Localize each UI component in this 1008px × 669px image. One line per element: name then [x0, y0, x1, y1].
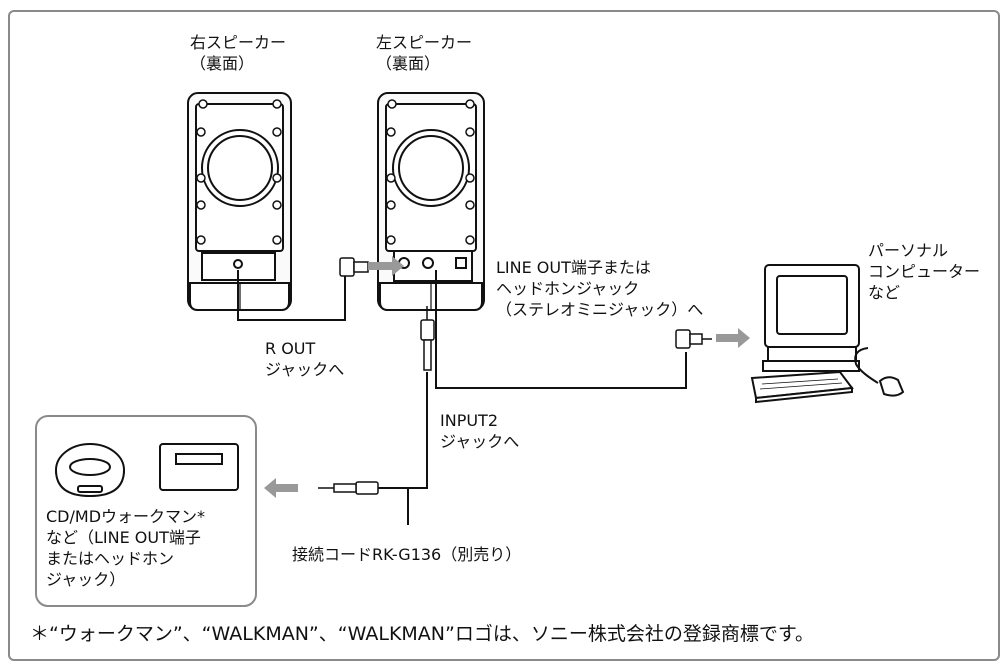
walkman-label-line2: など（LINE OUT端子 — [46, 528, 201, 547]
input2-label-line2: ジャックへ — [440, 432, 520, 451]
left-speaker — [377, 92, 485, 311]
input2-label: INPUT2 ジャックへ — [440, 410, 519, 452]
pc-label-line2: コンピューター — [868, 262, 981, 281]
pc-label-line1: パーソナル — [868, 241, 949, 260]
pc-label: パーソナル コンピューター など — [868, 240, 980, 303]
line-out-label-line1: LINE OUT端子または — [496, 258, 651, 277]
left-speaker-label: 左スピーカー （裏面） — [376, 32, 472, 74]
r-out-label-line1: R OUT — [265, 339, 316, 358]
walkman-label-line1: CD/MDウォークマン* — [46, 507, 206, 526]
walkman-label-line4: ジャック） — [46, 570, 126, 589]
left-speaker-label-line1: 左スピーカー — [376, 33, 473, 52]
right-speaker-label-line2: （裏面） — [190, 54, 255, 73]
cord-label: 接続コードRK-G136（別売り） — [292, 545, 522, 564]
cables — [237, 270, 687, 525]
right-speaker-label-line1: 右スピーカー — [190, 33, 287, 52]
computer — [750, 264, 905, 404]
walkman-label: CD/MDウォークマン* など（LINE OUT端子 またはヘッドホン ジャック… — [46, 506, 205, 590]
arrows — [264, 256, 750, 498]
right-speaker-label: 右スピーカー （裏面） — [190, 32, 286, 74]
r-out-label-line2: ジャックへ — [265, 360, 345, 379]
line-out-label: LINE OUT端子または ヘッドホンジャック （ステレオミニジャック）へ — [496, 257, 703, 320]
left-speaker-label-line2: （裏面） — [376, 54, 441, 73]
walkman-devices — [35, 415, 257, 607]
line-out-label-line2: ヘッドホンジャック — [496, 279, 640, 298]
footnote: ＊“ウォークマン”、“WALKMAN”、“WALKMAN”ロゴは、ソニー株式会社… — [30, 623, 814, 645]
plugs — [318, 257, 712, 495]
input2-label-line1: INPUT2 — [440, 411, 498, 430]
diagram-frame — [8, 10, 1000, 661]
right-speaker — [187, 92, 292, 311]
line-out-label-line3: （ステレオミニジャック）へ — [496, 300, 704, 319]
pc-label-line3: など — [868, 283, 901, 302]
walkman-label-line3: またはヘッドホン — [46, 549, 175, 568]
r-out-label: R OUT ジャックへ — [265, 338, 344, 380]
